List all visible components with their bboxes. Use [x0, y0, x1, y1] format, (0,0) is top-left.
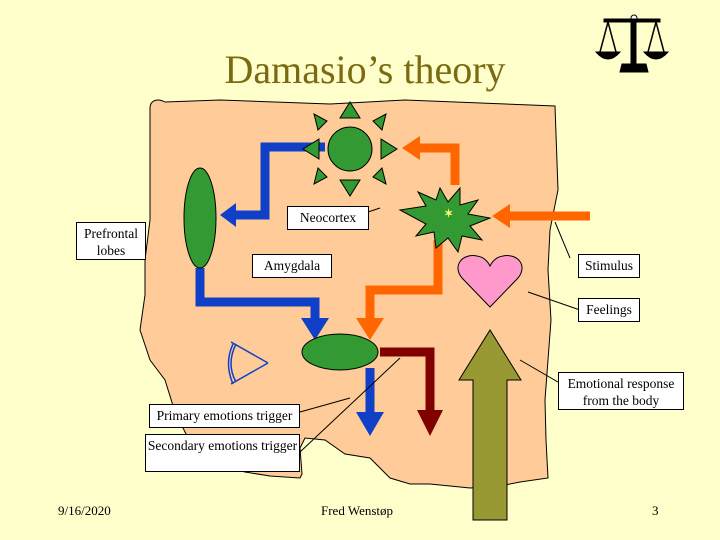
burst-mark: ✶: [444, 208, 453, 220]
prefrontal-label: Prefrontal lobes: [76, 222, 146, 260]
stimulus-label: Stimulus: [578, 254, 640, 278]
orange-arrow-burst-to-amygdala: [356, 240, 443, 340]
neocortex-label: Neocortex: [287, 206, 369, 230]
prefrontal-lobe-shape: [183, 167, 217, 269]
primary-trigger-label: Primary emotions trigger: [149, 404, 300, 428]
olive-arrow-body-up: [458, 329, 522, 521]
eye-icon: [227, 341, 269, 385]
star-burst-icon: [398, 186, 492, 254]
feelings-connector: [527, 291, 581, 311]
neocortex-connector: [367, 207, 381, 213]
blue-arrow-amygdala-down: [356, 368, 384, 436]
orange-arrow-burst-to-neocortex: [402, 136, 460, 185]
darkred-arrow-amygdala-to-body: [380, 347, 443, 436]
stimulus-connector: [554, 221, 571, 259]
slide-title: Damasio’s theory: [224, 47, 506, 92]
orange-arrow-stimulus-to-burst: [492, 204, 590, 228]
blue-arrow-neocortex-to-prefrontal: [220, 142, 325, 227]
footer-page-number: 3: [652, 503, 659, 518]
secondary-trigger-connector: [299, 357, 401, 453]
blue-arrow-prefrontal-to-amygdala: [195, 268, 329, 340]
scales-icon: [594, 14, 670, 73]
footer-date: 9/16/2020: [58, 503, 111, 518]
primary-trigger-connector: [299, 397, 351, 413]
heart-icon: [457, 255, 523, 308]
emotional-response-label: Emotional response from the body: [558, 372, 684, 410]
footer-author: Fred Wenstøp: [321, 503, 394, 518]
sun-icon: [302, 101, 398, 197]
amygdala-label: Amygdala: [252, 254, 332, 278]
secondary-trigger-label: Secondary emotions trigger: [145, 434, 300, 472]
emotional-response-connector: [519, 359, 559, 383]
amygdala-shape: [301, 333, 379, 371]
feelings-label: Feelings: [578, 298, 640, 322]
